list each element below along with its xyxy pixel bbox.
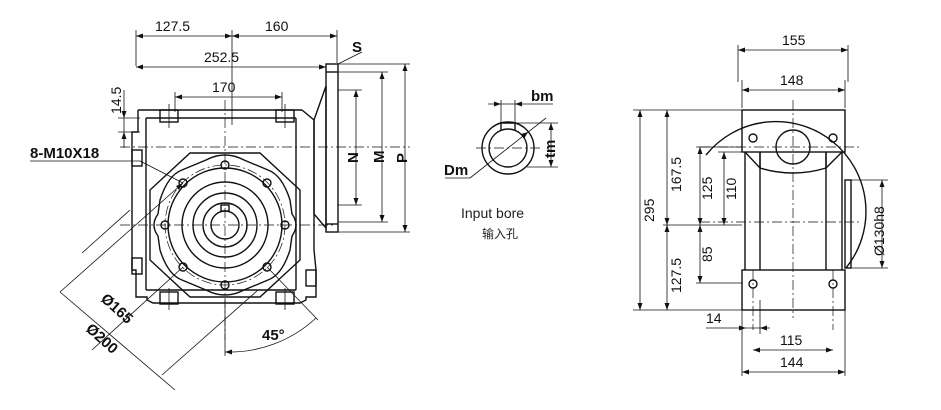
dim-148: 148 — [780, 72, 804, 88]
dim-127-5-top: 127.5 — [155, 18, 190, 34]
input-bore-label-cn: 输入孔 — [482, 226, 518, 241]
bore-dm: Dm — [444, 162, 468, 179]
dim-dia-200: Ø200 — [82, 320, 121, 357]
dim-295: 295 — [641, 198, 657, 222]
side-view: 155 148 — [633, 32, 888, 376]
dim-125: 125 — [699, 176, 715, 200]
dim-160: 160 — [265, 18, 289, 34]
dim-angle-45: 45° — [262, 327, 285, 344]
dim-127-5-side: 127.5 — [668, 258, 684, 293]
dim-170: 170 — [212, 79, 236, 95]
dim-p: P — [394, 153, 411, 163]
bore-bm: bm — [531, 88, 554, 105]
dim-14-side: 14 — [706, 310, 722, 326]
dim-115: 115 — [780, 332, 803, 348]
dim-144: 144 — [780, 354, 804, 370]
thread-callout: 8-M10X18 — [30, 145, 99, 162]
dim-252-5: 252.5 — [204, 49, 239, 65]
dim-s: S — [352, 39, 362, 56]
dim-155: 155 — [782, 32, 806, 48]
input-bore-label: Input bore — [461, 205, 524, 221]
dim-14-5: 14.5 — [108, 87, 124, 114]
dim-110: 110 — [723, 177, 739, 200]
dim-n: N — [345, 152, 362, 163]
input-bore-detail: bm tm Dm Input bore 输入孔 — [444, 88, 559, 241]
dim-167-5: 167.5 — [668, 157, 684, 192]
dim-m: M — [371, 151, 388, 164]
bore-tm: tm — [542, 140, 559, 158]
dim-dia-165: Ø165 — [97, 290, 136, 327]
dim-85: 85 — [699, 246, 715, 262]
front-view: 127.5 160 252.5 170 14.5 — [30, 18, 411, 391]
dim-dia-130h8: Ø130h8 — [871, 206, 887, 256]
